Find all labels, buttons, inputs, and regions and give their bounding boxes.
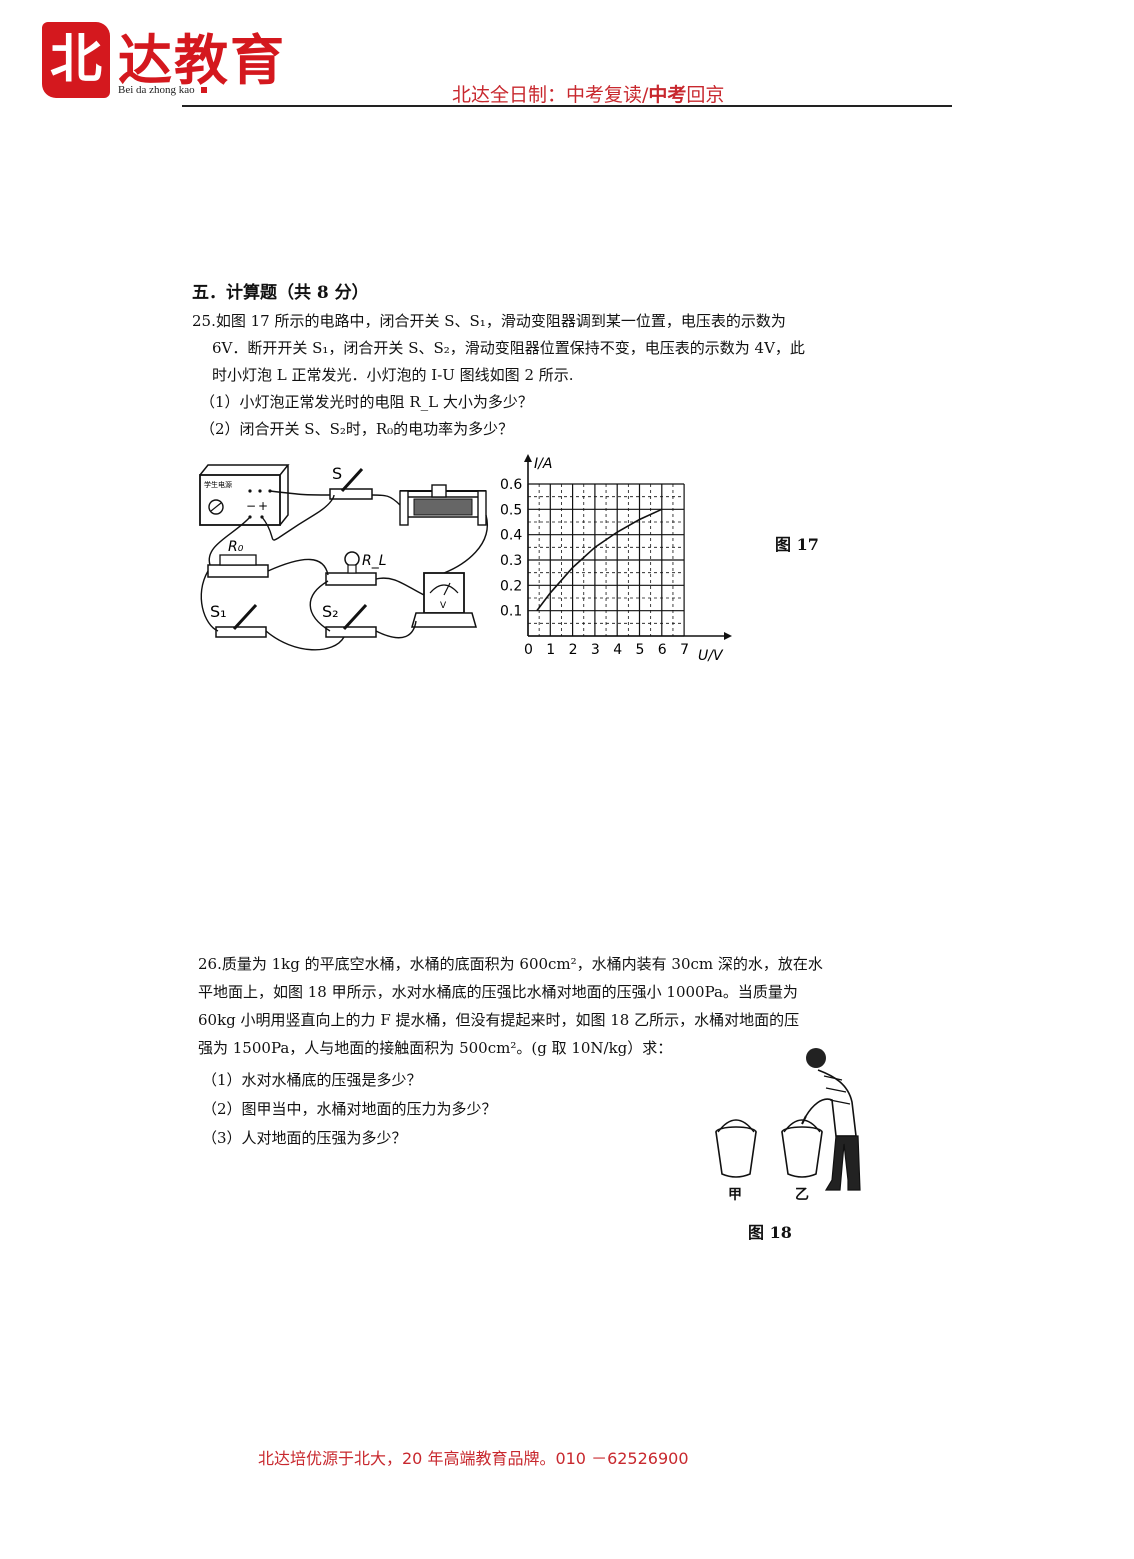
q26-sub-3: （3）人对地面的压强为多少？	[202, 1129, 407, 1147]
tagline-part-b: 中考	[648, 84, 687, 106]
logo-subtitle: Bei da zhong kao	[118, 84, 207, 96]
bucket-jia-icon	[715, 1119, 757, 1178]
label-v: V	[440, 601, 447, 611]
bucket-figure	[715, 1048, 861, 1191]
y-axis-label: I/A	[534, 456, 552, 472]
label-r0: R₀	[228, 539, 244, 555]
power-supply: 学生电源 − +	[199, 464, 290, 526]
chart-grid	[527, 483, 685, 637]
power-plus: +	[258, 499, 268, 513]
x-axis-label: U/V	[698, 648, 724, 664]
series-line	[536, 508, 663, 612]
logo-name: 达教育	[118, 28, 286, 92]
label-rl: R_L	[362, 553, 387, 569]
q25-sub-2: （2）闭合开关 S、S₂时，R₀的电功率为多少？	[200, 420, 514, 438]
person-icon	[801, 1048, 861, 1191]
footer-text: 北达培优源于北大，20 年高端教育品牌。010 －62526900	[258, 1449, 689, 1468]
fig18-caption: 图 18	[748, 1223, 792, 1242]
logo-subtitle-text: Bei da zhong kao	[118, 84, 195, 96]
q26-line-2: 平地面上，如图 18 甲所示，水对水桶底的压强比水桶对地面的压强小 1000Pa…	[198, 983, 798, 1001]
logo-mark: 北	[42, 22, 110, 98]
label-s2: S₂	[322, 602, 339, 621]
y-tick-label: 0.6	[500, 477, 522, 493]
chart-axes	[524, 454, 732, 640]
circuit-diagram: 学生电源 − + S R₀ R_L V	[199, 464, 489, 651]
y-tick-label: 0.2	[500, 578, 522, 594]
voltmeter: V	[411, 572, 477, 628]
switch-s2: S₂	[322, 602, 377, 638]
q26-sub-2: （2）图甲当中，水桶对地面的压力为多少？	[202, 1100, 497, 1118]
wires	[200, 490, 489, 651]
x-tick-label: 7	[680, 642, 689, 658]
power-label: 学生电源	[204, 480, 232, 489]
bucket-yi-icon	[781, 1119, 823, 1178]
q26-line-3: 60kg 小明用竖直向上的力 F 提水桶，但没有提起来时，如图 18 乙所示，水…	[198, 1011, 800, 1029]
header-rule	[182, 105, 952, 107]
q26-sub-1: （1）水对水桶底的压强是多少？	[202, 1071, 422, 1089]
q26-line-4: 强为 1500Pa，人与地面的接触面积为 500cm²。(g 取 10N/kg）…	[198, 1039, 673, 1057]
y-tick-label: 0.1	[500, 604, 522, 620]
x-tick-label: 2	[569, 642, 578, 658]
x-tick-label: 5	[636, 642, 645, 658]
label-s: S	[332, 464, 342, 483]
logo-square-icon	[200, 87, 207, 93]
x-tick-label: 1	[546, 642, 555, 658]
section-title: 五．计算题（共 8 分）	[192, 283, 369, 303]
y-tick-label: 0.4	[500, 528, 522, 544]
x-axis-arrow-icon	[724, 632, 732, 640]
q25-line-3: 时小灯泡 L 正常发光．小灯泡的 I-U 图线如图 2 所示.	[212, 366, 574, 384]
tagline-part-a: 北达全日制：中考复读/	[452, 84, 649, 106]
power-minus: −	[246, 499, 256, 513]
resistor-r0: R₀	[207, 539, 269, 578]
switch-s1: S₁	[210, 602, 267, 638]
x-tick-label: 0	[524, 642, 533, 658]
bulb-icon	[344, 551, 360, 567]
label-s1: S₁	[210, 602, 227, 621]
label-jia: 甲	[728, 1187, 742, 1203]
q25-sub-1: （1）小灯泡正常发光时的电阻 R_L 大小为多少？	[200, 393, 533, 411]
tagline-part-c: 回京	[686, 84, 725, 106]
label-yi: 乙	[795, 1187, 809, 1203]
x-tick-label: 4	[613, 642, 622, 658]
y-axis-arrow-icon	[524, 454, 532, 462]
q25-line-1: 25.如图 17 所示的电路中，闭合开关 S、S₁，滑动变阻器调到某一位置，电压…	[192, 312, 786, 330]
header-tagline: 北达全日制：中考复读/中考回京	[452, 80, 724, 107]
y-tick-label: 0.3	[500, 553, 522, 569]
knob-icon	[208, 499, 224, 515]
q26-line-1: 26.质量为 1kg 的平底空水桶，水桶的底面积为 600cm²，水桶内装有 3…	[198, 955, 823, 973]
q25-line-2: 6V．断开开关 S₁，闭合开关 S、S₂，滑动变阻器位置保持不变，电压表的示数为…	[212, 339, 805, 357]
x-tick-label: 6	[658, 642, 667, 658]
rheostat	[399, 484, 487, 526]
y-tick-label: 0.5	[500, 502, 522, 518]
x-tick-label: 3	[591, 642, 600, 658]
lamp-rl: R_L	[325, 551, 387, 586]
switch-s: S	[329, 464, 373, 500]
fig17-caption: 图 17	[775, 535, 819, 554]
